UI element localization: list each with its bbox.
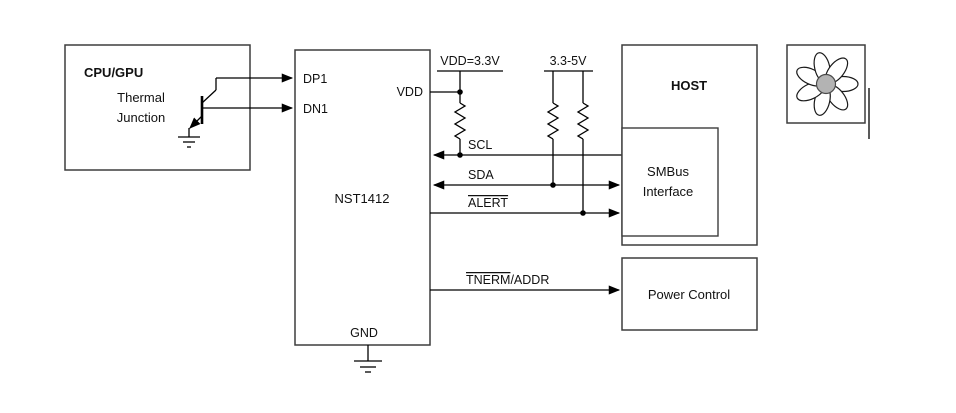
smbus-interface-box: [621, 127, 719, 237]
pin-gnd-label: GND: [350, 326, 378, 340]
nst1412-box: [294, 49, 431, 346]
pullup-resistor-icon: [453, 102, 467, 140]
pin-dp1-label: DP1: [303, 72, 327, 86]
scl-label: SCL: [468, 138, 492, 152]
sensor-name-label: NST1412: [335, 191, 390, 206]
pullup-resistor-icon: [546, 102, 560, 140]
pullup-rail-wires: [544, 70, 593, 103]
vdd-rail-wires: [430, 70, 503, 103]
pullup-resistor-icon: [576, 102, 590, 140]
thermal-transistor-icon: [188, 77, 250, 137]
ground-icon: [354, 345, 382, 373]
sda-label: SDA: [468, 168, 494, 182]
junction-dot: [457, 89, 463, 95]
pin-dn1-label: DN1: [303, 102, 328, 116]
smbus-interface-label-line2: Interface: [643, 184, 694, 199]
thermal-junction-label-line2: Junction: [117, 110, 165, 125]
power-control-label: Power Control: [648, 287, 730, 302]
cpu-gpu-title: CPU/GPU: [84, 65, 143, 80]
alert-label: ALERT: [468, 196, 508, 210]
vdd-rail-label: VDD=3.3V: [440, 54, 500, 68]
fan-icon: [796, 52, 859, 116]
host-title: HOST: [671, 78, 707, 93]
ground-icon: [178, 136, 200, 148]
pullup-rail-label: 3.3-5V: [550, 54, 587, 68]
power-control-box: [621, 257, 758, 331]
smbus-interface-label-line1: SMBus: [647, 164, 689, 179]
pin-vdd-label: VDD: [397, 85, 423, 99]
thermal-junction-label-line1: Thermal: [117, 90, 165, 105]
therm-addr-label: TNERM/ADDR: [466, 273, 549, 287]
